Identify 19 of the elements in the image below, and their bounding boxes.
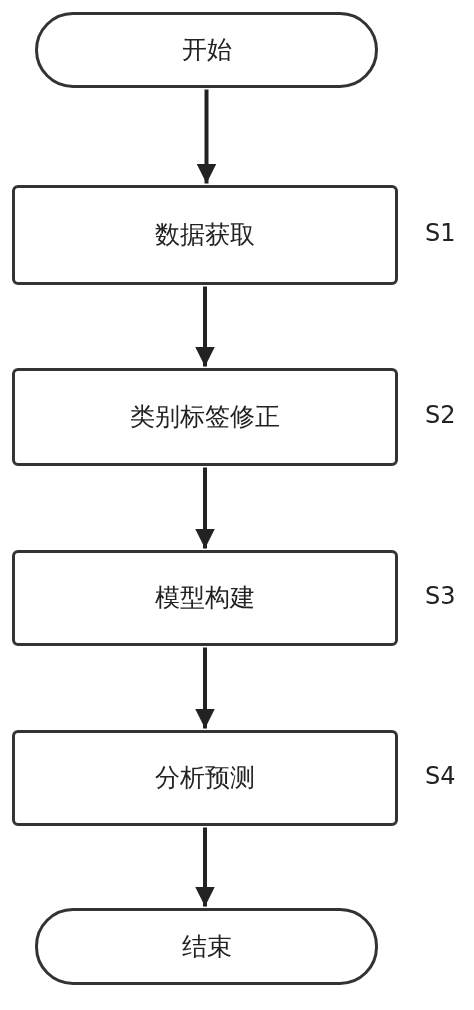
node-label: 数据获取	[155, 219, 255, 252]
node-label: 模型构建	[155, 582, 255, 615]
step-label: S4	[425, 764, 456, 788]
process-box	[12, 185, 398, 285]
process-box	[12, 368, 398, 466]
node-label: 结束	[181, 930, 232, 963]
step-label: S2	[425, 403, 456, 427]
node-label: 分析预测	[155, 762, 255, 795]
arrow	[196, 89, 217, 184]
process-box	[12, 550, 398, 646]
step-label: S1	[425, 221, 456, 245]
arrow	[195, 286, 215, 367]
arrow	[195, 467, 215, 549]
process-box	[12, 730, 398, 826]
step-label: S3	[425, 584, 456, 608]
node-label: 开始	[181, 34, 232, 67]
arrow	[195, 827, 215, 907]
arrow	[195, 647, 215, 729]
node-label: 类别标签修正	[130, 401, 280, 434]
